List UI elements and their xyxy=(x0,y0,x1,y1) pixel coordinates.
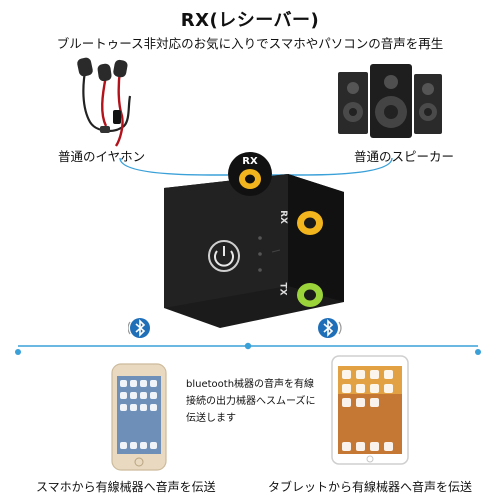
right-device-label: 普通のスピーカー xyxy=(354,149,455,164)
tablet-icon xyxy=(331,355,409,465)
phone-caption: スマホから有線械器へ音声を伝送 xyxy=(36,480,216,494)
page-subtitle: ブルートゥース非対応のお気に入りでスマホやパソコンの音声を再生 xyxy=(56,36,444,51)
earphones-icon xyxy=(77,57,132,147)
power-icon xyxy=(208,240,240,272)
tx-port-label: TX xyxy=(277,282,288,296)
speakers-icon xyxy=(338,64,442,138)
rx-mode-badge: RX xyxy=(226,148,274,198)
led-indicators xyxy=(258,236,262,272)
tx-jack xyxy=(297,283,323,307)
receiver-device: RX TX xyxy=(158,152,350,334)
rx-badge-label: RX xyxy=(242,156,258,167)
tablet-caption: タブレットから有線械器へ音声を伝送 xyxy=(268,480,473,494)
page-title: RX(レシーバー) xyxy=(180,10,320,31)
left-device-label: 普通のイヤホン xyxy=(58,149,146,164)
description-text: bluetooth械器の音声を有線接続の出力械器へスムーズに伝送します xyxy=(186,379,316,424)
bluetooth-icon xyxy=(318,318,342,338)
smartphone-icon xyxy=(111,363,167,471)
rx-jack xyxy=(297,211,323,235)
rx-port-label: RX xyxy=(277,210,288,224)
bluetooth-icon xyxy=(128,318,150,338)
